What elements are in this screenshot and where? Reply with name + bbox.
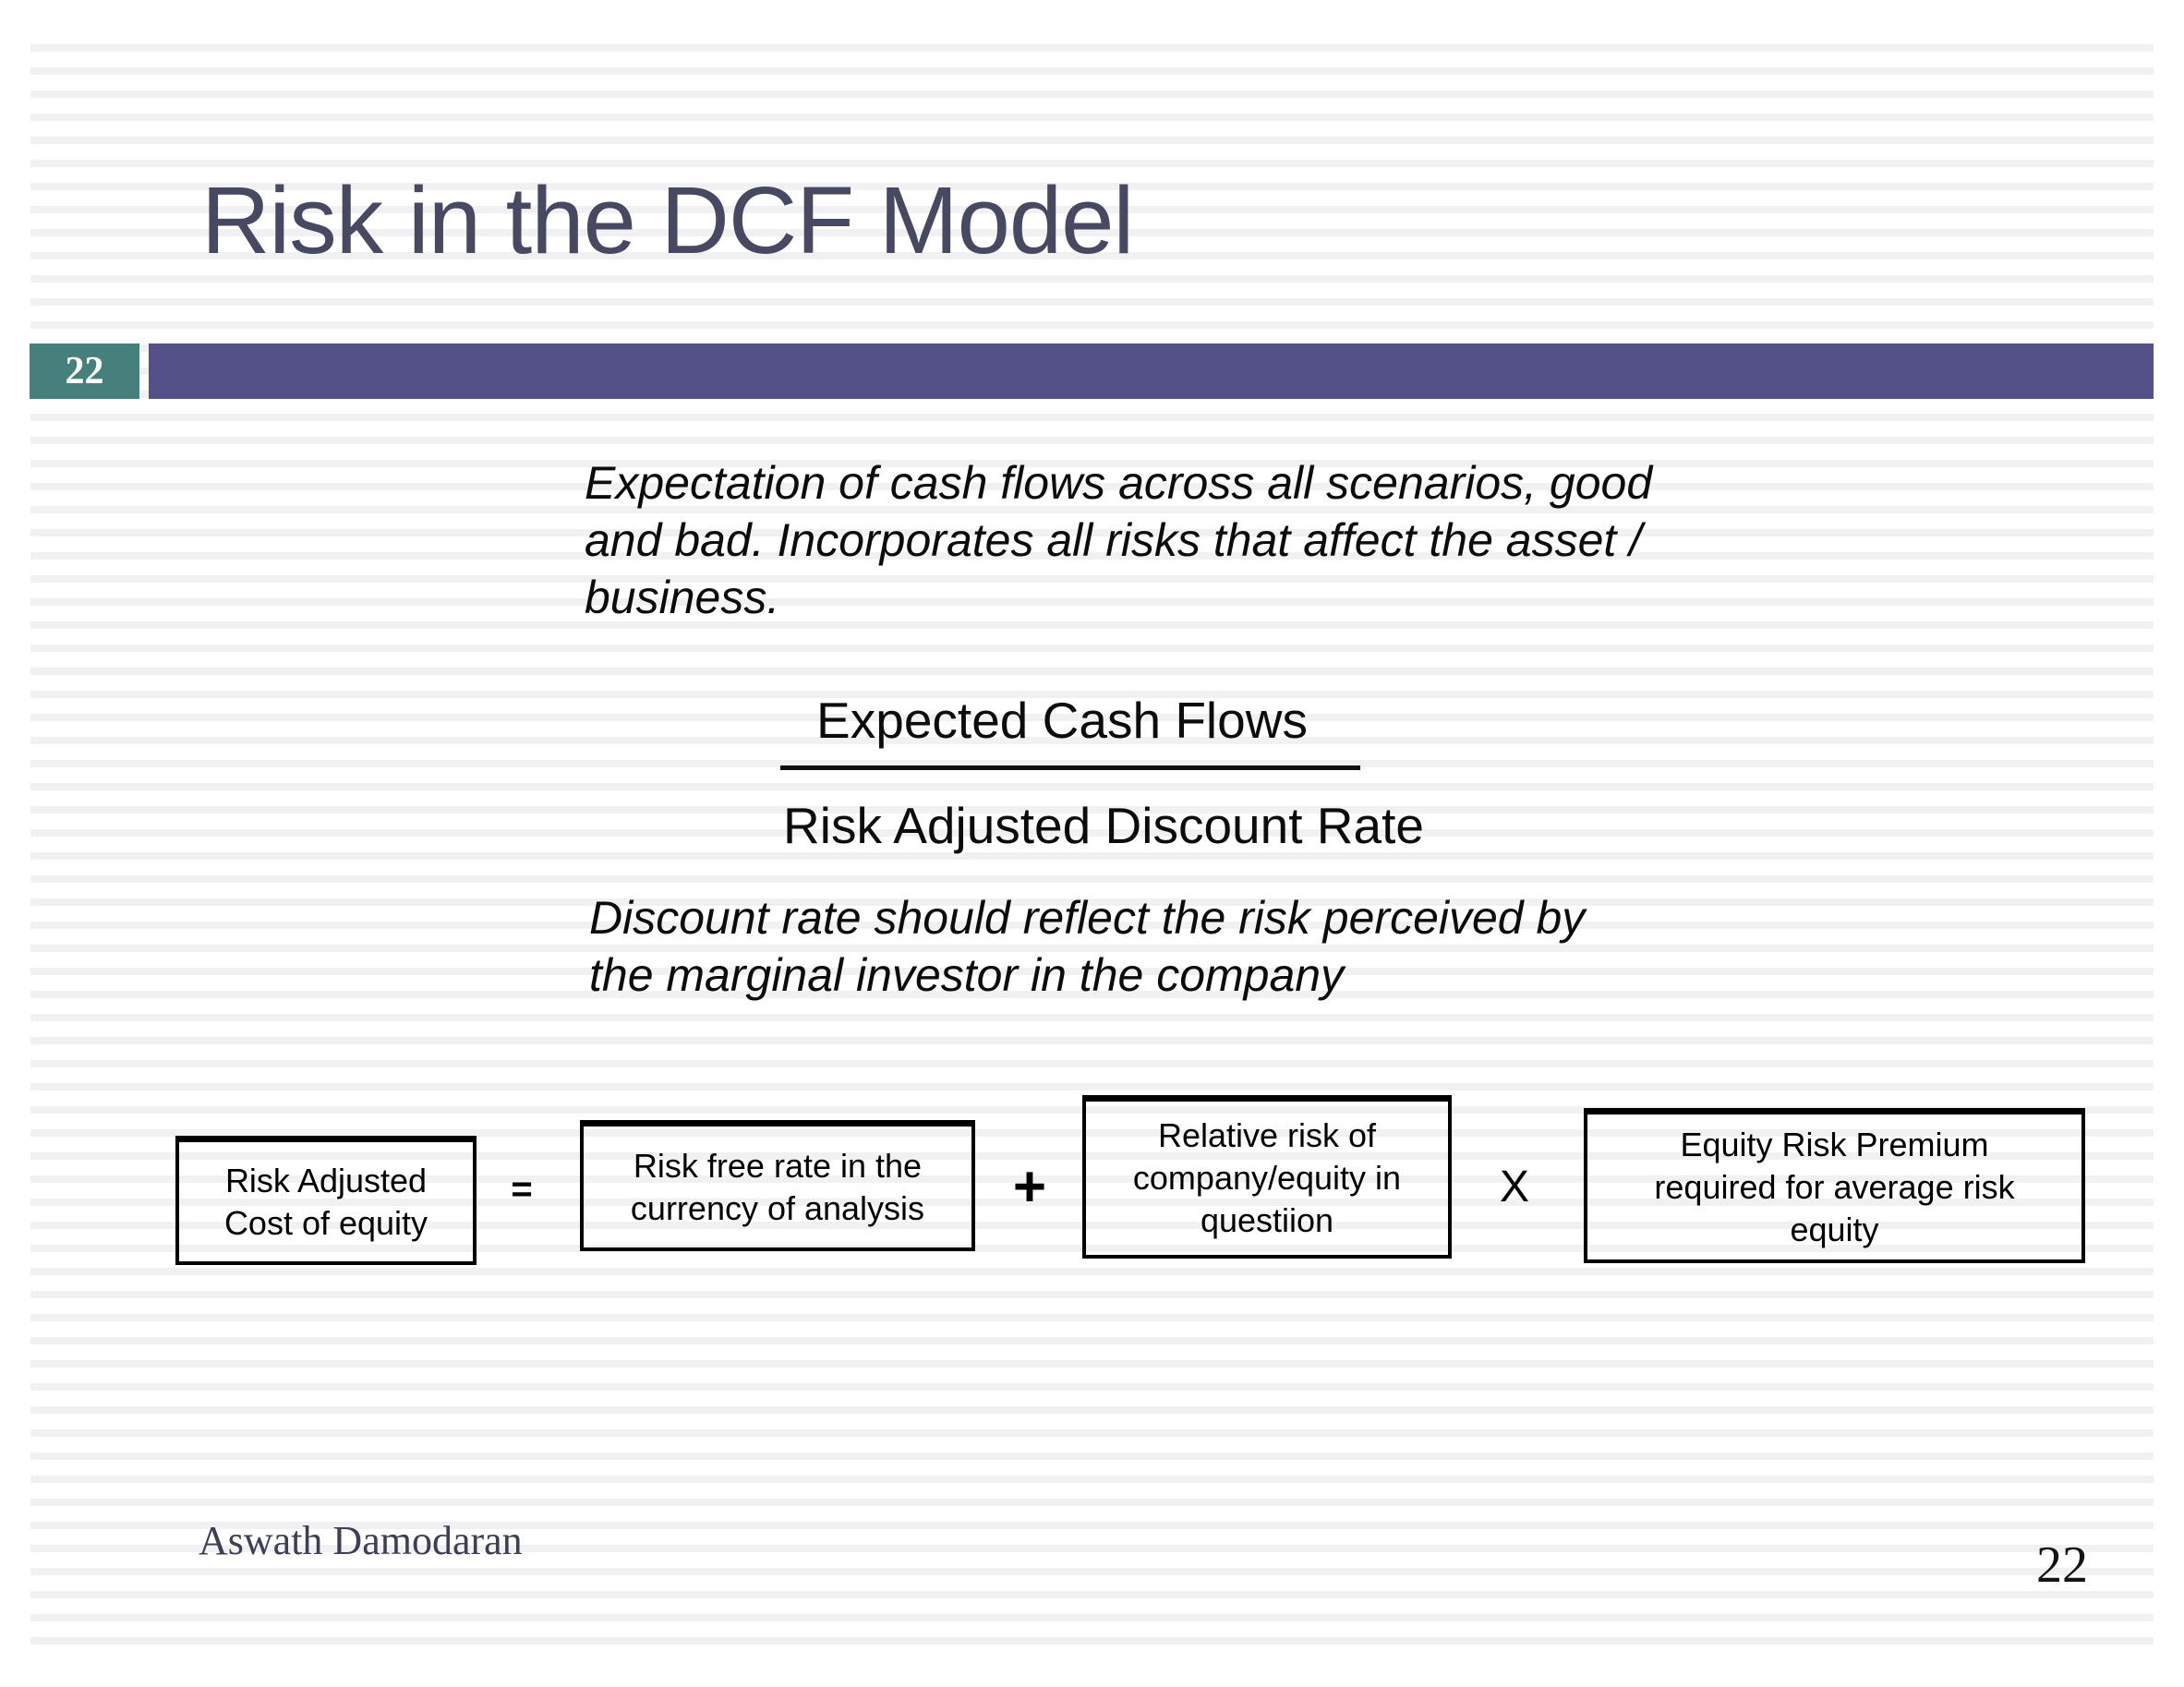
fraction-numerator: Expected Cash Flows (816, 692, 1308, 749)
multiply-operator: X (1499, 1163, 1529, 1211)
fraction-denominator: Risk Adjusted Discount Rate (783, 797, 1424, 854)
formula-box-equity-risk-premium: Equity Risk Premium required for average… (1584, 1108, 2085, 1263)
fraction-divider-line (780, 765, 1360, 770)
plus-operator: + (1012, 1155, 1047, 1219)
page-title: Risk in the DCF Model (201, 167, 1134, 273)
discount-rate-note: Discount rate should reflect the risk pe… (589, 892, 1586, 1001)
header-accent-bar (149, 343, 2154, 399)
equals-operator: = (511, 1169, 533, 1210)
striped-background (30, 44, 2154, 1655)
expected-cash-flows-note: Expectation of cash flows across all sce… (585, 457, 1653, 623)
formula-box-relative-risk: Relative risk of company/equity in quest… (1082, 1095, 1452, 1259)
footer-author: Aswath Damodaran (199, 1518, 523, 1563)
footer-page-number: 22 (2036, 1536, 2088, 1594)
formula-box-risk-adjusted-cost-of-equity: Risk Adjusted Cost of equity (175, 1136, 477, 1265)
formula-box-risk-free-rate: Risk free rate in the currency of analys… (580, 1120, 975, 1251)
slide-number-badge: 22 (30, 343, 139, 399)
